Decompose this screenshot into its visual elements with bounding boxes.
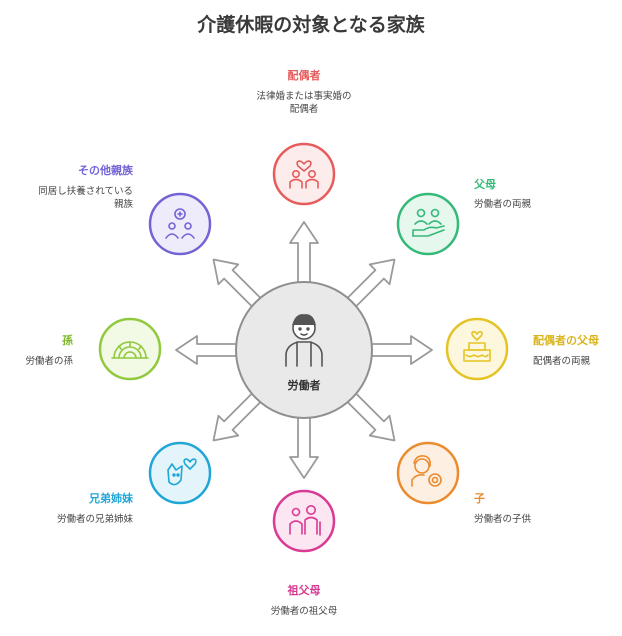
family-hand-icon — [412, 208, 445, 237]
arrow-up-right — [342, 258, 396, 312]
label-grandchild: 孫 — [62, 334, 73, 347]
pets-heart-icon — [167, 458, 197, 486]
label-spouse: 配偶者 — [287, 69, 321, 82]
desc-other: 同居し扶養されている親族 — [38, 186, 133, 210]
couple-heart-icon — [289, 160, 319, 189]
mother-baby-icon — [411, 455, 442, 487]
arrow-up — [289, 221, 319, 289]
label-grandparents: 祖父母 — [287, 584, 321, 597]
label-parents: 父母 — [474, 178, 496, 191]
elderly-couple-icon — [289, 504, 321, 536]
label-siblings: 兄弟姉妹 — [89, 492, 133, 505]
label-other: その他親族 — [78, 164, 133, 177]
arrow-left — [175, 335, 243, 365]
desc-child: 労働者の子供 — [474, 514, 532, 525]
desc-grandparents: 労働者の祖父母 — [270, 606, 338, 617]
cake-icon — [463, 331, 491, 362]
node-child — [396, 441, 460, 505]
desc-siblings: 労働者の兄弟姉妹 — [56, 514, 133, 525]
node-parents — [396, 192, 460, 256]
desc-grandchild: 労働者の孫 — [25, 356, 73, 367]
desc-spouse-parents: 配偶者の両親 — [533, 356, 591, 367]
center-circle — [235, 281, 373, 419]
arrow-down — [289, 411, 319, 479]
worker-icon — [285, 314, 323, 367]
node-grandparents — [272, 489, 336, 553]
label-spouse-parents: 配偶者の父母 — [533, 334, 599, 347]
node-spouse-parents — [445, 317, 509, 381]
arrow-right — [365, 335, 433, 365]
arrows — [175, 221, 433, 479]
arrow-up-left — [212, 258, 266, 312]
label-child: 子 — [474, 492, 485, 505]
diagram-title: 介護休暇の対象となる家族 — [197, 14, 425, 36]
node-siblings — [148, 441, 212, 505]
arrow-down-left — [212, 388, 266, 442]
center-label: 労働者 — [287, 379, 321, 392]
rainbow-icon — [111, 341, 149, 359]
arrow-down-right — [342, 388, 396, 442]
node-spouse — [272, 142, 336, 206]
desc-spouse: 法律婚または事実婚の配偶者 — [256, 91, 352, 115]
group-plus-icon — [165, 208, 195, 239]
desc-parents: 労働者の両親 — [474, 199, 532, 210]
node-grandchild — [98, 317, 162, 381]
node-other — [148, 192, 212, 256]
